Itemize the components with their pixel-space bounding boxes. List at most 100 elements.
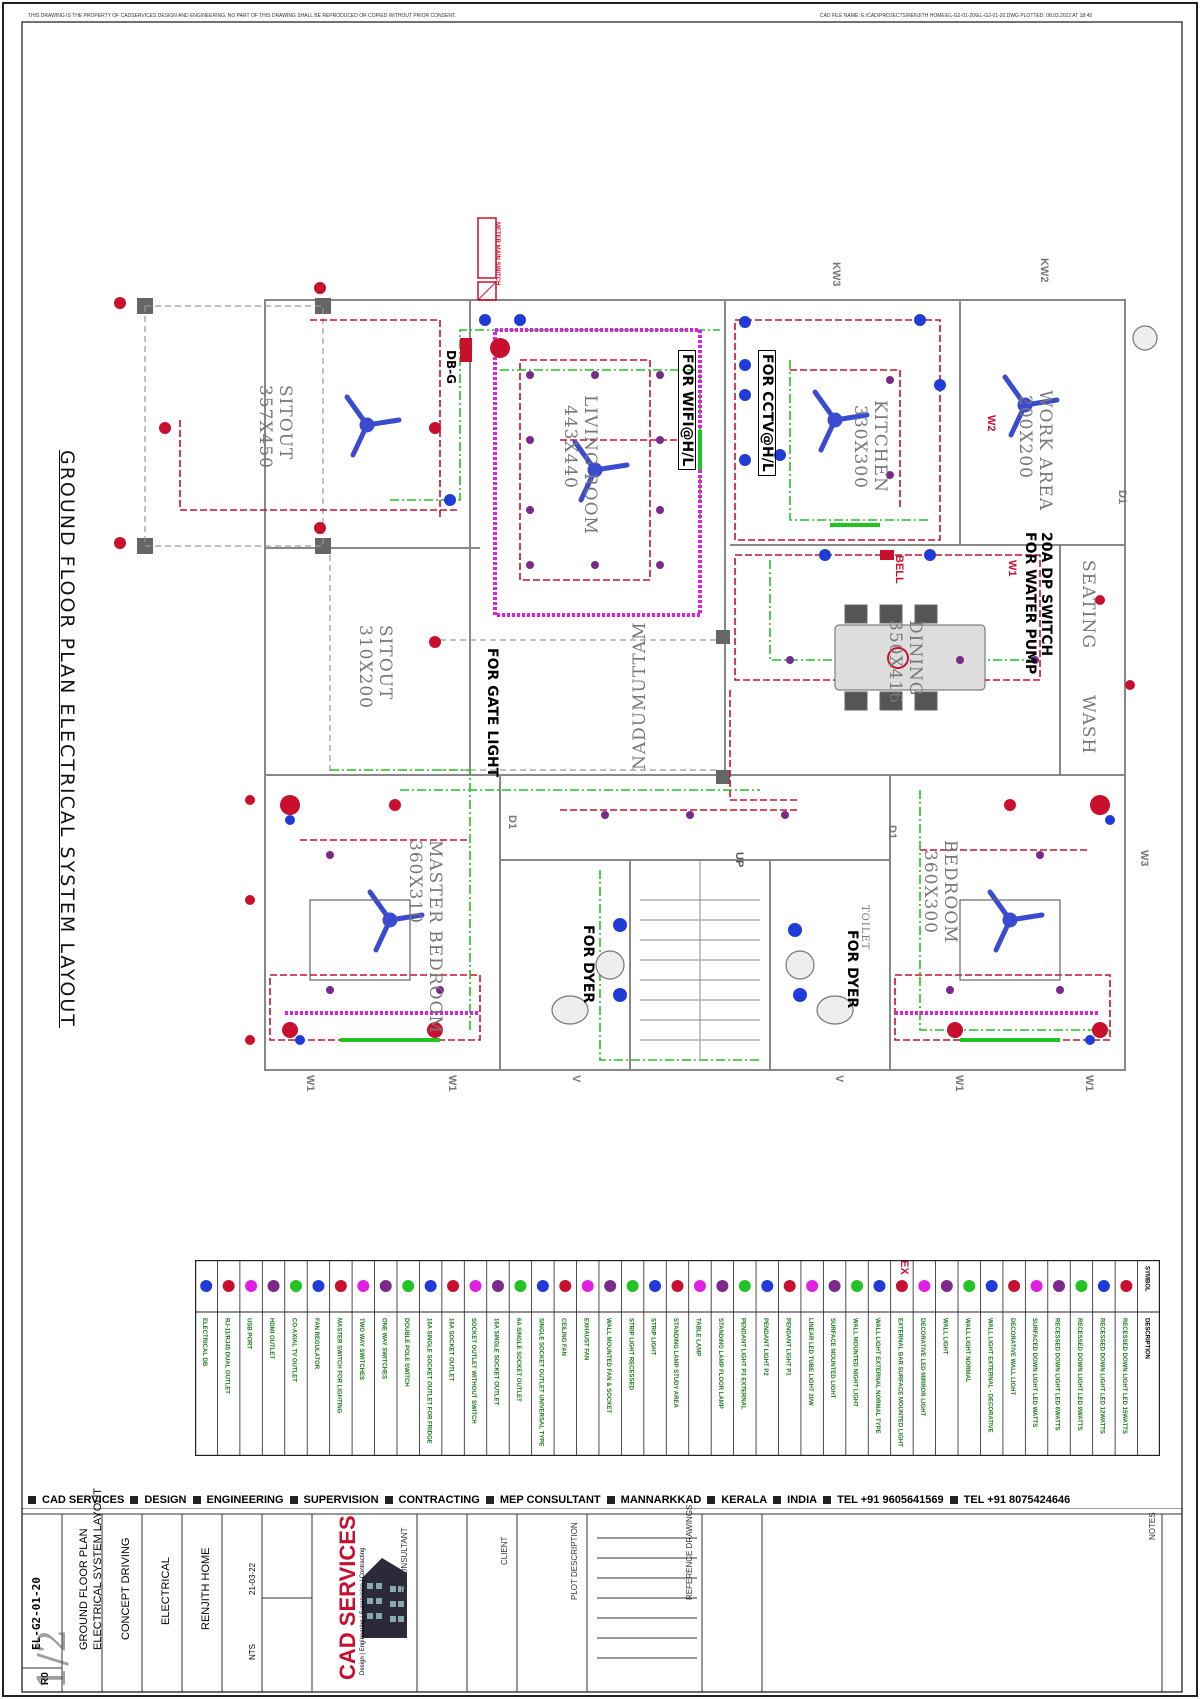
- legend-row-text: RECESSED DOWN LIGHT LED 15WATTS: [1121, 1318, 1127, 1434]
- legend-row-text: HDMI OUTLET: [268, 1318, 274, 1359]
- db-icon: [460, 338, 472, 362]
- legend-row-text: STANDING LAMP FLOOR LAMP: [717, 1318, 723, 1409]
- legend-row-text: EXHAUST FAN: [582, 1318, 588, 1360]
- legend-row-text: SOCKET OUTLET WITHOUT SWITCH: [470, 1318, 476, 1424]
- opening-w1-c: W1: [953, 1075, 965, 1092]
- company-bar-item: MEP CONSULTANT: [499, 1494, 601, 1506]
- opening-d1-c: D1: [886, 825, 898, 840]
- legend-row-text: WALL MOUNTED FAN & SOCKET: [605, 1318, 611, 1414]
- dining-table: [834, 604, 986, 711]
- legend-symbol: [851, 1280, 864, 1292]
- legend-row-text: ONE WAY SWITCHES: [380, 1318, 386, 1379]
- legend-row-text: EXTERNAL BAR SURFACE MOUNTED LIGHT: [897, 1318, 903, 1447]
- room-sitout-2: SITOUT: [375, 625, 395, 701]
- room-work-area: WORK AREA: [1035, 390, 1055, 512]
- title-drawing-type: CONCEPT DRIVING: [120, 1537, 132, 1640]
- company-bar-bullet-icon: [823, 1496, 832, 1504]
- opening-w1-b: W1: [446, 1075, 458, 1092]
- room-sitout-1-size: 357X450: [255, 385, 275, 469]
- legend-row-text: TWO WAY SWITCHES: [358, 1318, 364, 1380]
- legend-row-text: PENDANT LIGHT P1: [784, 1318, 790, 1376]
- legend-row-text: SURFACED DOWN LIGHT LED WATTS: [1031, 1318, 1037, 1427]
- legend-symbol: [514, 1280, 527, 1292]
- legend-symbol: [424, 1280, 437, 1292]
- legend-row-text: 6A SINGLE SOCKET OUTLET: [515, 1318, 521, 1402]
- legend-row-text: CEILING FAN: [560, 1318, 566, 1356]
- note-wifi: FOR WIFI@H/L: [678, 350, 696, 471]
- company-bar-item: CONTRACTING: [398, 1494, 480, 1506]
- legend-symbol: [357, 1280, 370, 1292]
- opening-kw3: KW3: [830, 262, 842, 287]
- room-wash: WASH: [1078, 695, 1098, 755]
- note-up: UP: [733, 852, 745, 868]
- legend-symbol: [245, 1280, 258, 1292]
- company-bar-bullet-icon: [130, 1496, 139, 1504]
- company-bar-bullet-icon: [384, 1496, 393, 1504]
- company-bar-item: MANNARKKAD: [620, 1494, 702, 1506]
- legend-row-text: WALL MOUNTED NIGHT LIGHT: [852, 1318, 858, 1407]
- note-bell: BELL: [893, 555, 905, 584]
- legend-symbol: [312, 1280, 325, 1292]
- company-bar-item: DESIGN: [144, 1494, 187, 1506]
- legend-symbol: [1075, 1280, 1088, 1292]
- legend-row-text: STRIP LIGHT: [650, 1318, 656, 1356]
- title-block-grid: [22, 1508, 1182, 1692]
- company-bar-bullet-icon: [949, 1496, 958, 1504]
- note-gate-light: FOR GATE LIGHT: [484, 648, 500, 778]
- legend-symbol: [334, 1280, 347, 1292]
- legend-symbol: [626, 1280, 639, 1292]
- note-db-g: DB-G: [444, 350, 458, 384]
- legend-symbol: [559, 1280, 572, 1292]
- opening-v-2: V: [833, 1075, 845, 1083]
- legend-row-text: SINGLE SOCKET OUTLET UNIVERSAL TYPE: [537, 1318, 543, 1446]
- title-ref: REFERENCE DRAWINGS: [685, 1504, 694, 1600]
- title-company: CAD SERVICES: [335, 1515, 360, 1680]
- room-living-size: 443X440: [560, 405, 580, 489]
- floor-plan: [114, 217, 1158, 1071]
- legend-row-text: SURFACE MOUNTED LIGHT: [829, 1318, 835, 1399]
- legend-row-text: RECESSED DOWN LIGHT LED 12WATTS: [1099, 1318, 1105, 1434]
- legend-symbol: [1030, 1280, 1043, 1292]
- room-seating: SEATING: [1078, 560, 1098, 649]
- legend-symbol: [895, 1280, 908, 1292]
- legend-symbol: [379, 1280, 392, 1292]
- legend-row-text: WALL LIGHT EXTERNAL NORMAL TYPE: [874, 1318, 880, 1434]
- legend-symbol: [1097, 1280, 1110, 1292]
- opening-w1-d: W1: [1083, 1075, 1095, 1092]
- legend-symbol: [918, 1280, 931, 1292]
- legend-row-text: DOUBLE POLE SWITCH: [403, 1318, 409, 1387]
- legend-symbol: [491, 1280, 504, 1292]
- room-nadumuttam: NADUMUTTAM: [630, 621, 650, 770]
- company-bar-bullet-icon: [707, 1496, 716, 1504]
- legend-symbol: [671, 1280, 684, 1292]
- company-logo-icon: [362, 1558, 407, 1638]
- legend-symbol: [447, 1280, 460, 1292]
- room-bedroom: BEDROOM: [940, 840, 960, 944]
- company-bar-item: KERALA: [721, 1494, 768, 1506]
- company-bar-bullet-icon: [606, 1496, 615, 1504]
- title-drawing-title-2: ELECTRICAL SYSTEM LAYOUT: [92, 1488, 104, 1650]
- company-bar-bullet-icon: [773, 1496, 782, 1504]
- legend-row-text: FAN REGULATOR: [313, 1318, 319, 1370]
- legend-row-text: RECESSED DOWN LIGHT LED 6WATTS: [1054, 1318, 1060, 1431]
- legend-row-text: WALL LIGHT EXTERNAL - DECORATIVE: [986, 1318, 992, 1433]
- legend-row-text: USB PORT: [246, 1318, 252, 1349]
- legend-row-text: 16A SINGLE SOCKET OUTLET FOR FRIDGE: [425, 1318, 431, 1444]
- meter-box-icon: [477, 217, 497, 301]
- company-bar-item: SUPERVISION: [303, 1494, 379, 1506]
- note-cctv: FOR CCTV@H/L: [758, 350, 776, 476]
- legend-symbol: [1120, 1280, 1133, 1292]
- title-mep: MEP CONSULTANT: [400, 1527, 409, 1600]
- room-sitout-2-size: 310X200: [355, 625, 375, 709]
- legend-symbol: [604, 1280, 617, 1292]
- legend-symbol: [581, 1280, 594, 1292]
- legend-symbol: [649, 1280, 662, 1292]
- legend-row-text: MASTER SWITCH FOR LIGHTING: [336, 1318, 342, 1414]
- company-bar-item: TEL +91 8075424646: [963, 1494, 1071, 1506]
- note-dyer-1: FOR DYER: [580, 925, 596, 1004]
- legend-row-text: STRIP LIGHT RECESSED: [627, 1318, 633, 1391]
- title-drawing-title-1: GROUND FLOOR PLAN: [78, 1528, 90, 1650]
- legend-symbol: [985, 1280, 998, 1292]
